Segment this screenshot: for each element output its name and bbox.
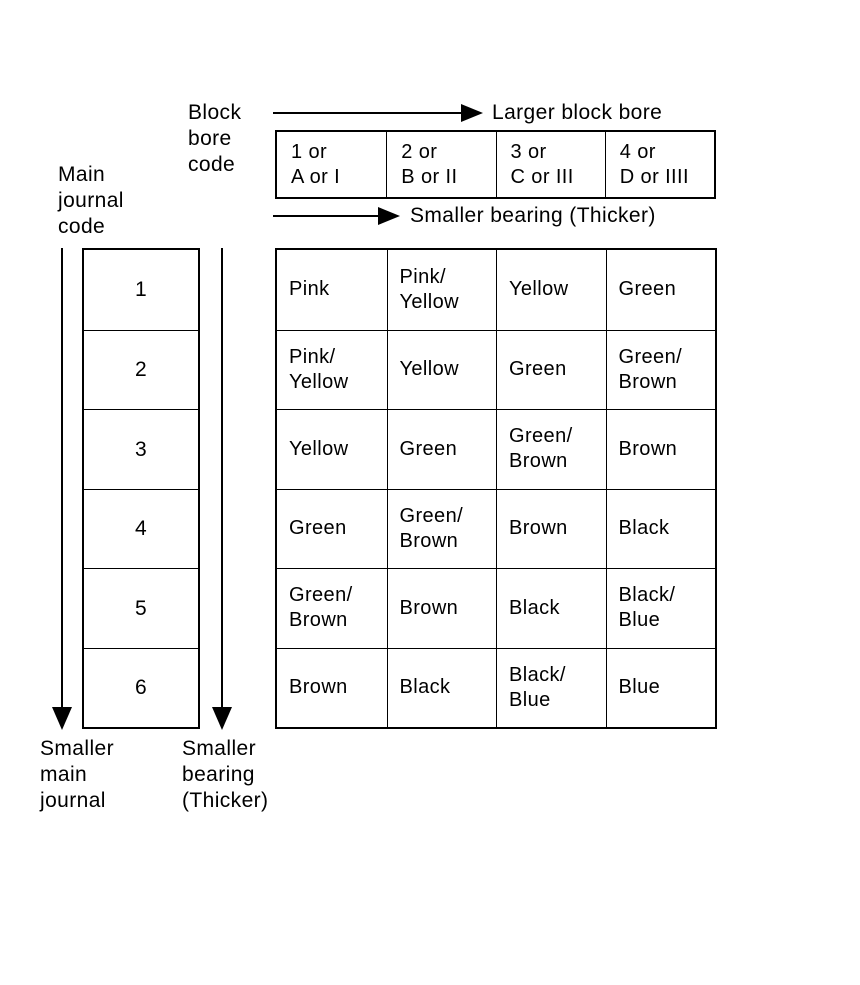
smaller-main-journal-arrow — [52, 248, 72, 730]
matrix-cell: Green/ Brown — [277, 568, 387, 648]
matrix-cell: Black/ Blue — [605, 568, 715, 648]
matrix-cell: Green/ Brown — [496, 409, 606, 489]
arrow-shaft — [273, 112, 461, 114]
main-journal-code-label: Main journal code — [58, 163, 124, 238]
matrix-cell: Yellow — [386, 329, 496, 409]
matrix-cell: Brown — [277, 647, 387, 728]
matrix-cell: Pink/ Yellow — [277, 329, 387, 410]
matrix-cell: Black — [386, 647, 496, 727]
main-journal-code-table: 1 2 3 4 5 6 — [82, 248, 200, 729]
matrix-cell: Brown — [496, 488, 606, 568]
right-arrowhead-icon — [378, 207, 400, 225]
matrix-cell: Black — [496, 568, 606, 648]
bore-code-header-cell: 3 or C or III — [495, 132, 605, 197]
arrow-shaft — [61, 248, 63, 707]
matrix-cell: Pink — [289, 278, 330, 301]
arrow-shaft — [273, 215, 378, 217]
larger-block-bore-arrow — [273, 104, 483, 122]
matrix-cell: Yellow — [277, 409, 387, 489]
arrow-shaft — [221, 248, 223, 707]
bore-code-header-cell: 1 or A or I — [291, 140, 341, 188]
journal-code-cell: 3 — [84, 409, 198, 489]
smaller-bearing-arrow — [273, 207, 400, 225]
journal-code-cell: 5 — [84, 568, 198, 648]
smaller-bearing-label: Smaller bearing (Thicker) — [410, 204, 656, 227]
bore-code-header-cell: 4 or D or IIII — [604, 132, 714, 197]
matrix-cell: Green/ Brown — [386, 488, 496, 568]
matrix-cell: Green — [277, 488, 387, 569]
smaller-bearing-vertical-arrow — [212, 248, 232, 730]
bore-code-header-cell: 2 or B or II — [386, 132, 495, 197]
matrix-cell: Green — [605, 250, 716, 330]
smaller-main-journal-label: Smaller main journal — [40, 737, 114, 812]
journal-code-cell: 1 — [134, 278, 148, 302]
matrix-cell: Green/ Brown — [605, 329, 715, 409]
journal-code-cell: 2 — [84, 329, 198, 410]
right-arrowhead-icon — [461, 104, 483, 122]
matrix-cell: Yellow — [496, 250, 606, 330]
bearing-color-matrix-table: Pink Pink/ Yellow Yellow Green Pink/ Yel… — [275, 248, 717, 729]
smaller-bearing-thicker-label: Smaller bearing (Thicker) — [182, 737, 269, 812]
matrix-cell: Brown — [386, 568, 496, 648]
block-bore-code-header-table: 1 or A or I 2 or B or II 3 or C or III 4… — [275, 130, 716, 199]
matrix-cell: Pink/ Yellow — [386, 250, 497, 330]
larger-block-bore-label: Larger block bore — [492, 101, 663, 124]
matrix-cell: Black — [605, 488, 715, 568]
matrix-cell: Green — [386, 409, 496, 489]
block-bore-code-label: Block bore code — [188, 101, 242, 176]
matrix-cell: Blue — [605, 647, 715, 727]
journal-code-cell: 4 — [84, 488, 198, 569]
journal-code-cell: 6 — [84, 647, 198, 728]
down-arrowhead-icon — [212, 707, 232, 730]
down-arrowhead-icon — [52, 707, 72, 730]
matrix-cell: Black/ Blue — [496, 647, 606, 727]
matrix-cell: Brown — [605, 409, 715, 489]
matrix-cell: Green — [496, 329, 606, 409]
